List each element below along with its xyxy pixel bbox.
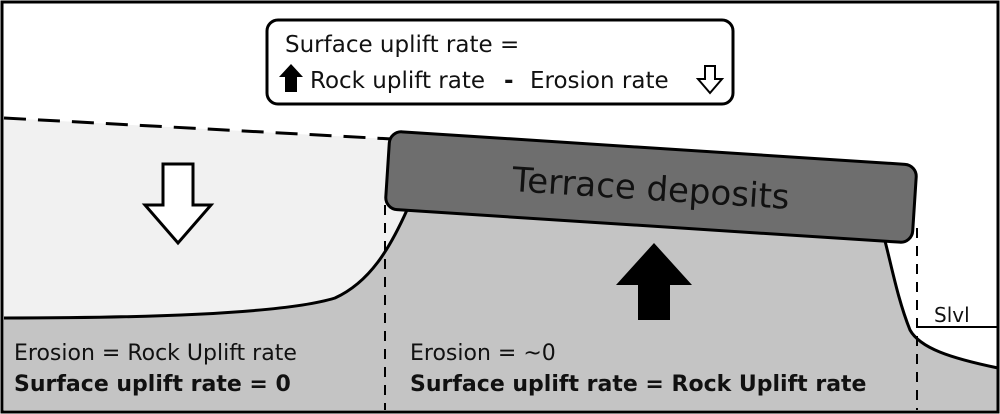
left-zone-erosion-label: Erosion = Rock Uplift rate [14, 341, 297, 366]
topography-outline [3, 209, 409, 320]
erosion-arrow-icon [141, 162, 215, 246]
equation-erosion-term: Erosion rate [530, 68, 669, 94]
equation-rock-uplift-term: Rock uplift rate [310, 68, 485, 94]
sea-level-label: Slvl [934, 303, 970, 327]
left-zone-surface-uplift-label: Surface uplift rate = 0 [14, 372, 291, 397]
terrace-deposits-slab [384, 130, 918, 244]
former-surface-dashed-line [3, 116, 393, 141]
equation-minus: - [504, 68, 514, 94]
rock-uplift-arrow-icon [616, 243, 692, 320]
erosion-small-arrow-icon [695, 65, 725, 95]
rock-uplift-small-arrow-icon [279, 64, 303, 92]
equation-box [265, 18, 735, 106]
rock-body [4, 210, 998, 410]
eroded-material-region [4, 118, 407, 318]
middle-zone-erosion-label: Erosion = ~0 [410, 341, 556, 366]
equation-line1: Surface uplift rate = [285, 32, 519, 58]
topography-outline-right [883, 240, 999, 370]
middle-zone-surface-uplift-label: Surface uplift rate = Rock Uplift rate [410, 372, 866, 397]
